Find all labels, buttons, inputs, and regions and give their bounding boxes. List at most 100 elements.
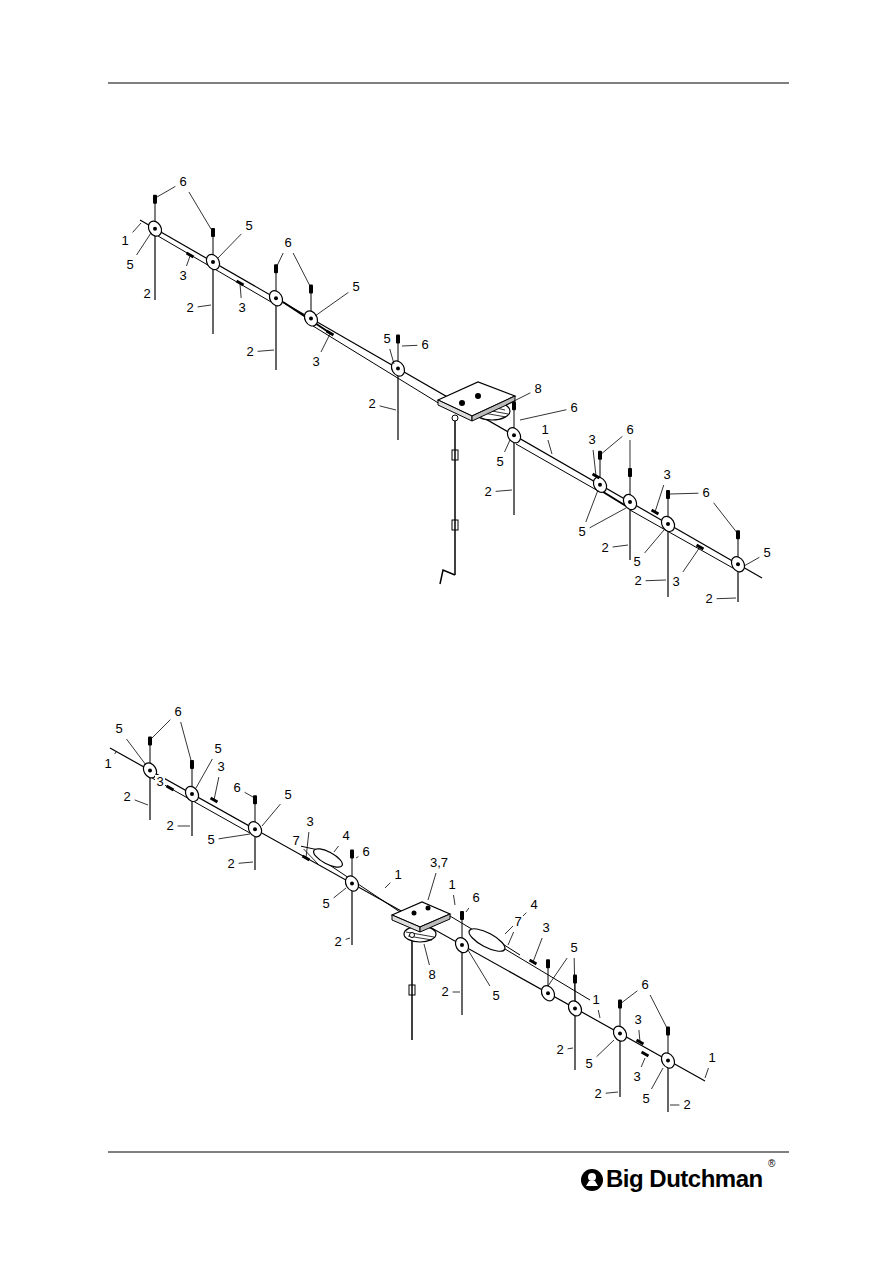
leader-line: [126, 739, 146, 765]
suspension-hook: [514, 409, 515, 429]
pulley-wheel: [343, 874, 361, 894]
suspension-hook: [462, 919, 463, 939]
leader-line: [218, 234, 241, 258]
leader-line: [533, 938, 542, 962]
callout-number: 6: [569, 401, 578, 415]
suspension-hook: [155, 203, 156, 223]
leader-line: [670, 1105, 679, 1106]
pulley-wheel: [204, 252, 222, 272]
leader-line: [258, 350, 274, 351]
leader-line: [115, 752, 116, 754]
leader-line: [334, 888, 346, 898]
callout-number: 1: [393, 868, 402, 882]
leader-line: [568, 1048, 573, 1050]
callout-number: 6: [420, 338, 429, 352]
callout-number: 3: [216, 760, 225, 774]
cable-line: [140, 220, 762, 578]
callout-number: 5: [351, 280, 360, 294]
callout-number: 8: [427, 968, 436, 982]
callout-number: 2: [333, 935, 342, 949]
hook-cap: [153, 195, 157, 204]
callout-number: 6: [625, 423, 634, 437]
suspension-hook: [600, 459, 601, 479]
callout-number: 2: [555, 1043, 564, 1057]
leader-line: [597, 1040, 614, 1057]
cable-line: [110, 748, 705, 1081]
callout-number: 7: [291, 834, 300, 848]
leader-line: [645, 530, 664, 553]
crank-rod: [454, 418, 456, 575]
callout-number: 2: [440, 985, 449, 999]
pulley-axle: [736, 562, 740, 566]
callout-number: 6: [640, 978, 649, 992]
leader-line: [239, 862, 253, 863]
suspension-hook: [276, 272, 277, 292]
suspension-rope: [629, 509, 630, 560]
callout-number: 2: [593, 1087, 602, 1101]
footer-rule: [108, 1152, 789, 1153]
leader-line: [356, 857, 358, 858]
callout-number: 7: [513, 915, 522, 929]
leader-line: [137, 233, 151, 255]
pulley-axle: [148, 768, 152, 772]
hook-cap: [396, 335, 400, 344]
callout-number: 5: [382, 332, 391, 346]
suspension-rope: [574, 1015, 575, 1070]
leader-line: [380, 406, 396, 410]
deflection-disc: [311, 845, 345, 871]
leader-line: [219, 834, 250, 839]
pulley-axle: [512, 433, 516, 437]
suspension-hook: [668, 1034, 669, 1054]
top-winch-assembly: [140, 195, 762, 602]
leader-line: [157, 186, 175, 197]
callout-number: 2: [483, 485, 492, 499]
callout-number: 1: [540, 423, 549, 437]
pulley-axle: [396, 367, 400, 371]
suspension-hook: [352, 858, 353, 878]
pulley-wheel: [453, 935, 471, 955]
callout-number: 2: [704, 592, 713, 606]
leader-line: [650, 995, 668, 1030]
rod-coupling: [452, 450, 458, 460]
callout-number: 2: [142, 287, 151, 301]
pulley-wheel: [659, 514, 677, 534]
winch-housing-side: [420, 914, 450, 932]
callout-number: 5: [641, 1092, 650, 1106]
pulley-wheel: [566, 998, 584, 1018]
cable-line: [516, 444, 600, 492]
suspension-rope: [513, 442, 514, 515]
callout-number: 3: [155, 775, 164, 789]
leader-line: [506, 393, 530, 405]
suspension-rope: [351, 891, 352, 945]
leader-line: [293, 253, 311, 288]
leader-line: [505, 440, 510, 452]
pulley-axle: [211, 260, 215, 264]
callout-number: 5: [584, 1057, 593, 1071]
leader-line: [189, 192, 211, 229]
callout-number: 2: [682, 1098, 691, 1112]
leader-line: [717, 598, 736, 600]
pulley-wheel: [267, 288, 285, 308]
callout-number: 3: [662, 468, 671, 482]
leader-line: [548, 440, 552, 454]
logo-emblem: [581, 1169, 603, 1191]
callout-number: 2: [600, 541, 609, 555]
leader-line: [198, 305, 211, 307]
leader-line: [385, 883, 390, 888]
leader-line: [548, 958, 567, 986]
pulley-wheel: [302, 308, 320, 328]
suspension-rope: [461, 952, 462, 1015]
pulley-axle: [666, 1058, 670, 1062]
callout-number: 1: [707, 1051, 716, 1065]
callout-number: 1: [591, 993, 600, 1007]
callout-number: 5: [206, 833, 215, 847]
leader-line: [181, 722, 192, 764]
suspension-rope: [254, 836, 255, 870]
winch-housing-side: [392, 915, 420, 932]
suspension-rope: [667, 531, 668, 597]
deflection-disc: [466, 924, 508, 955]
leader-line: [428, 873, 436, 900]
leader-line: [744, 557, 759, 566]
pulley-wheel: [591, 475, 609, 495]
